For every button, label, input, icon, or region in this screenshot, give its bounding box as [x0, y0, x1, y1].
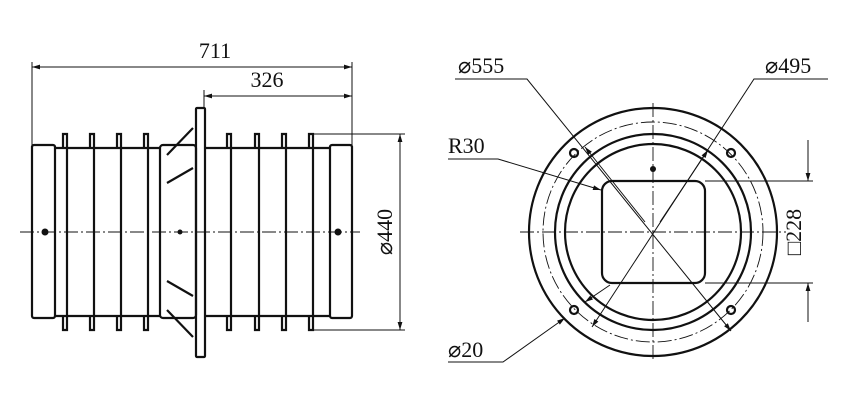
- leader-495-arrow: [659, 149, 709, 223]
- flange: [194, 106, 207, 359]
- dim-label-20: ⌀20: [448, 337, 483, 362]
- leader-20-arrow: [584, 284, 611, 303]
- dim-label-228: □228: [781, 209, 806, 255]
- side-view: 711 326 ⌀440: [20, 38, 405, 359]
- inner-circle: [563, 142, 743, 322]
- square-opening: [600, 179, 707, 285]
- collar-rib: [166, 127, 194, 156]
- fin: [88, 132, 96, 332]
- collar-rib: [166, 309, 194, 338]
- center-mark: [650, 166, 656, 172]
- end-view: ⌀555 ⌀495 R30 ⌀20 □228: [448, 53, 828, 363]
- fin: [225, 132, 233, 332]
- dim-label-555: ⌀555: [458, 53, 504, 78]
- leader-495: [591, 78, 828, 328]
- bolt-circle: [542, 121, 764, 343]
- fin: [115, 132, 123, 332]
- leader-555-arrow: [584, 146, 646, 223]
- center-mark: [41, 228, 49, 236]
- fin: [142, 132, 150, 332]
- fin: [61, 132, 69, 332]
- fin: [307, 132, 315, 332]
- center-mark: [334, 228, 342, 236]
- right-end-cap: [328, 143, 354, 320]
- leader-20: [448, 317, 566, 363]
- leader-r30: [448, 158, 602, 191]
- collar-rib: [166, 167, 194, 184]
- center-mark: [177, 229, 183, 235]
- dim-label-711: 711: [199, 38, 231, 63]
- outer-flange-circle: [527, 106, 779, 358]
- left-end-cap: [30, 143, 57, 320]
- bolt-holes: [568, 147, 737, 316]
- fins-right: [225, 132, 315, 332]
- bolt-hole: [568, 304, 580, 316]
- dim-label-495: ⌀495: [765, 53, 811, 78]
- bolt-hole: [725, 304, 737, 316]
- leader-555: [455, 78, 732, 332]
- fin: [253, 132, 261, 332]
- dim-label-r30: R30: [448, 133, 485, 158]
- dim-label-440: ⌀440: [372, 209, 397, 255]
- body-circle: [553, 132, 753, 332]
- fin: [280, 132, 288, 332]
- bolt-hole: [568, 147, 580, 159]
- fins-left: [61, 132, 150, 332]
- collar-rib: [166, 280, 194, 297]
- bolt-hole: [725, 147, 737, 159]
- dim-label-326: 326: [251, 67, 284, 92]
